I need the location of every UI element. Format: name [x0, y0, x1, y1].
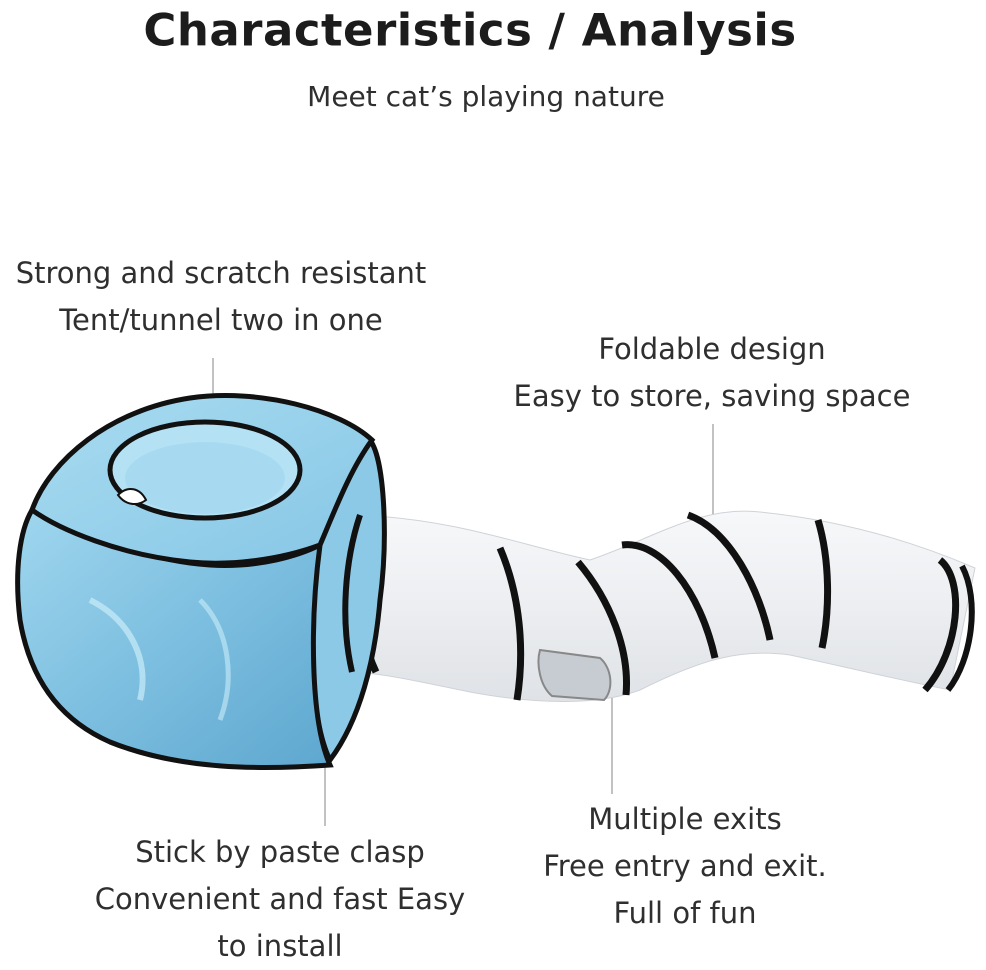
callout-paste-clasp: Stick by paste clasp Convenient and fast… — [70, 829, 490, 970]
exit-window — [537, 648, 612, 702]
callout-line: Full of fun — [613, 896, 757, 930]
callout-line: Free entry and exit. — [543, 849, 827, 883]
callout-line: to install — [217, 929, 343, 963]
callout-foldable-design: Foldable design Easy to store, saving sp… — [490, 326, 934, 420]
cat-tunnel — [344, 510, 976, 702]
callout-multiple-exits: Multiple exits Free entry and exit. Full… — [510, 796, 860, 937]
callout-line: Convenient and fast Easy — [94, 882, 466, 916]
callout-scratch-resistant: Strong and scratch resistant Tent/tunnel… — [0, 250, 442, 344]
callout-line: Stick by paste clasp — [135, 835, 425, 869]
page-subtitle: Meet cat’s playing nature — [307, 80, 665, 113]
callout-line: Tent/tunnel two in one — [59, 303, 383, 337]
callout-line: Easy to store, saving space — [513, 379, 911, 413]
callout-line: Foldable design — [598, 332, 826, 366]
callout-line: Multiple exits — [588, 802, 782, 836]
callout-line: Strong and scratch resistant — [15, 256, 427, 290]
cat-tent — [15, 393, 387, 771]
page-title: Characteristics / Analysis — [143, 4, 797, 57]
